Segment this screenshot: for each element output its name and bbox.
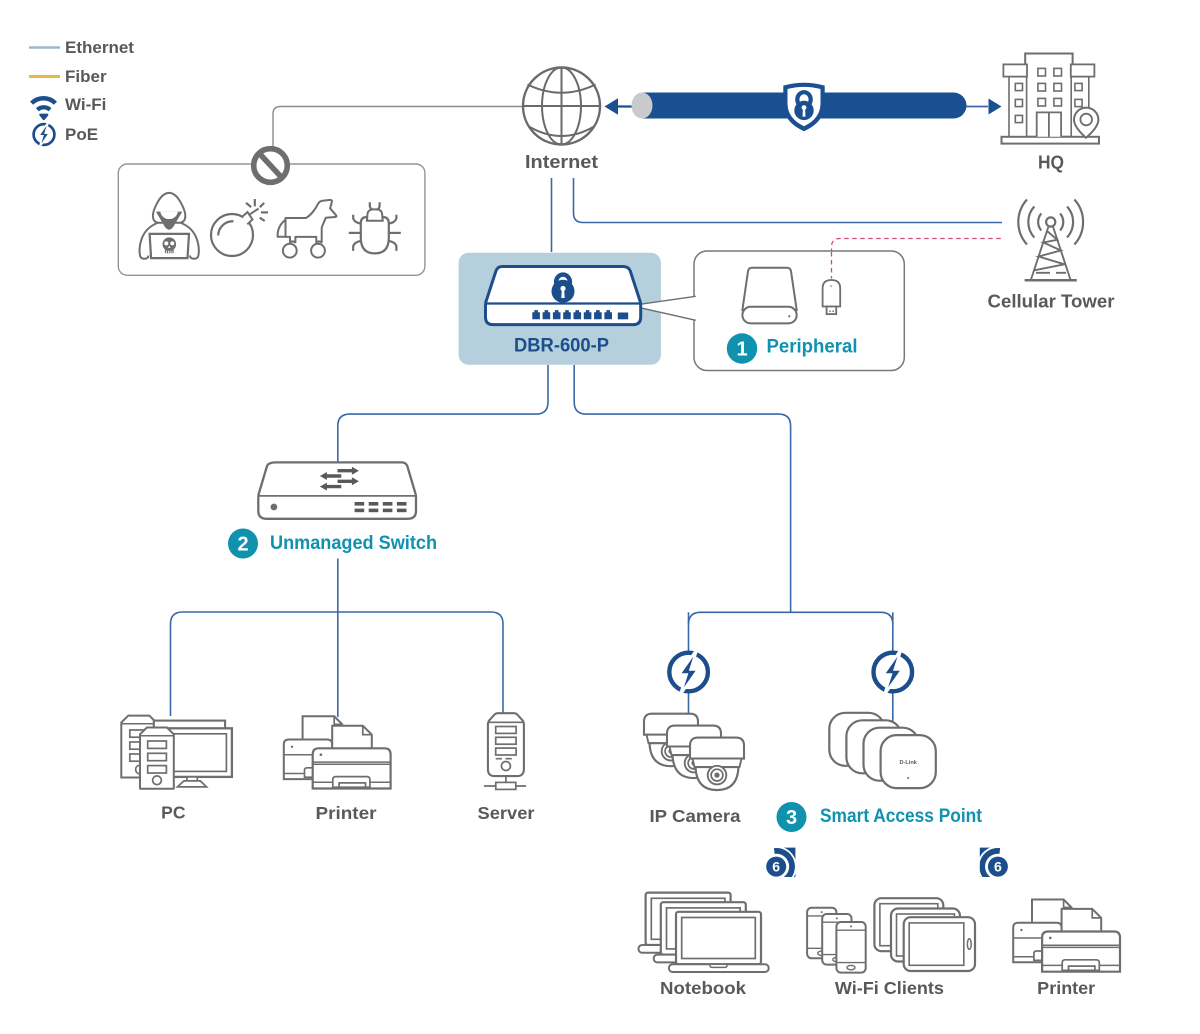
svg-text:D-Link: D-Link [899, 760, 917, 766]
svg-text:6: 6 [994, 859, 1002, 875]
svg-text:Notebook: Notebook [660, 978, 746, 998]
svg-text:Ethernet: Ethernet [65, 38, 134, 57]
svg-text:Wi-Fi Clients: Wi-Fi Clients [835, 978, 944, 998]
svg-text:3: 3 [786, 807, 797, 829]
svg-text:Printer: Printer [316, 803, 377, 823]
svg-text:Peripheral: Peripheral [767, 336, 858, 358]
svg-text:2: 2 [237, 534, 248, 556]
svg-text:PC: PC [161, 803, 186, 823]
svg-text:Unmanaged Switch: Unmanaged Switch [270, 533, 437, 554]
svg-text:Smart Access Point: Smart Access Point [820, 806, 983, 827]
svg-text:PoE: PoE [65, 125, 98, 144]
svg-text:Printer: Printer [1037, 978, 1095, 998]
svg-text:6: 6 [772, 859, 780, 875]
svg-text:DBR-600-P: DBR-600-P [514, 336, 609, 357]
svg-text:IP Camera: IP Camera [650, 806, 741, 826]
svg-text:Internet: Internet [525, 152, 598, 172]
svg-text:HQ: HQ [1038, 153, 1064, 173]
svg-text:Server: Server [478, 803, 535, 823]
svg-text:1: 1 [736, 339, 747, 361]
svg-text:Cellular Tower: Cellular Tower [988, 292, 1115, 312]
svg-text:Fiber: Fiber [65, 67, 107, 86]
svg-text:Wi-Fi: Wi-Fi [65, 95, 106, 114]
